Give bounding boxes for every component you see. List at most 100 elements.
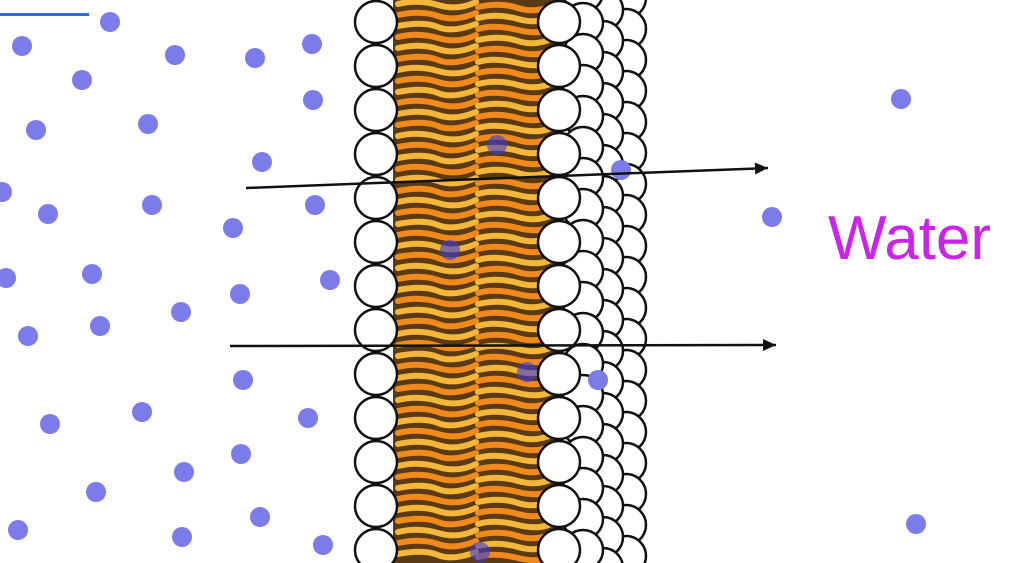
water-molecule-dot — [172, 527, 192, 547]
lipid-tail — [475, 122, 559, 135]
lipid-tail — [475, 474, 559, 487]
arrow — [229, 339, 777, 352]
water-molecule-dot — [487, 135, 507, 155]
lipid-tail — [395, 438, 479, 451]
lipid-tail — [395, 141, 479, 154]
lipid-tail — [395, 75, 479, 88]
lipid-tail — [395, 152, 479, 165]
lipid-tail — [395, 405, 479, 418]
lipid-tail — [395, 185, 479, 198]
phospholipid-head — [536, 87, 582, 133]
arrow — [245, 162, 769, 190]
phospholipid-head — [536, 43, 582, 89]
lipid-tail — [395, 361, 479, 374]
lipid-tail — [395, 537, 479, 550]
phospholipid-head — [353, 43, 399, 89]
phospholipid-head — [536, 131, 582, 177]
phospholipid-head — [536, 0, 582, 45]
water-label: Water — [828, 204, 992, 273]
lipid-tail — [395, 218, 479, 231]
phospholipid-head — [353, 307, 399, 353]
lipid-tail — [395, 229, 479, 242]
lipid-tail — [475, 386, 559, 399]
water-molecule-dot — [231, 444, 251, 464]
water-molecule-dot — [12, 36, 32, 56]
water-molecule-dot — [90, 316, 110, 336]
lipid-tail — [395, 471, 479, 484]
lipid-tail — [395, 427, 479, 440]
phospholipid-head — [536, 395, 582, 441]
lipid-tail — [395, 504, 479, 517]
lipid-tail — [395, 515, 479, 528]
phospholipid-heads-front — [353, 0, 582, 563]
lipid-tail — [395, 493, 479, 506]
water-molecule-dot — [470, 542, 490, 562]
water-molecule-dot — [252, 152, 272, 172]
phospholipid-head — [353, 87, 399, 133]
phospholipid-head — [536, 219, 582, 265]
lipid-tail — [475, 78, 559, 91]
lipid-tail — [475, 430, 559, 443]
water-molecule-dot — [0, 268, 16, 288]
water-molecule-dot — [174, 462, 194, 482]
lipid-tail — [395, 31, 479, 44]
lipid-tail — [395, 284, 479, 297]
phospholipid-head — [536, 175, 582, 221]
water-molecule-dot — [305, 195, 325, 215]
lipid-tail — [475, 518, 559, 531]
water-molecule-dot — [303, 90, 323, 110]
lipid-tail — [475, 166, 559, 179]
phospholipid-head — [353, 263, 399, 309]
lipid-tail — [395, 383, 479, 396]
lipid-tail — [395, 350, 479, 363]
phospholipid-head — [353, 175, 399, 221]
water-molecule-dot — [223, 218, 243, 238]
phospholipid-head — [353, 527, 399, 563]
lipid-tail — [395, 53, 479, 66]
water-molecule-dot — [165, 45, 185, 65]
lipid-tail — [395, 372, 479, 385]
lipid-tail — [475, 298, 559, 311]
water-molecule-dot — [891, 89, 911, 109]
arrow-shaft — [229, 343, 777, 348]
phospholipid-head — [353, 131, 399, 177]
water-molecule-dot — [440, 240, 460, 260]
phospholipid-head — [353, 0, 399, 45]
phospholipid-head — [353, 395, 399, 441]
phospholipid-head — [353, 439, 399, 485]
lipid-tail — [475, 34, 559, 47]
lipid-tail — [395, 207, 479, 220]
water-molecules-left — [0, 12, 396, 555]
lipid-tail — [395, 273, 479, 286]
lipid-tail — [395, 42, 479, 55]
phospholipid-head — [536, 439, 582, 485]
water-molecule-dot — [230, 284, 250, 304]
lipid-tail — [395, 64, 479, 77]
diffusion-arrows — [229, 162, 777, 352]
phospholipid-head — [353, 483, 399, 529]
arrow-shaft — [245, 166, 769, 190]
lipid-tail — [395, 482, 479, 495]
lipid-tail — [395, 416, 479, 429]
lipid-tail — [475, 210, 559, 223]
top-left-accent-bar — [0, 0, 89, 16]
water-molecule-dot — [142, 195, 162, 215]
water-molecule-dot — [38, 204, 58, 224]
water-molecules-right — [762, 89, 926, 534]
water-molecule-dot — [517, 362, 537, 382]
water-molecule-dot — [40, 414, 60, 434]
water-molecule-dot — [132, 402, 152, 422]
water-molecule-dot — [138, 114, 158, 134]
lipid-tail — [395, 86, 479, 99]
lipid-tail — [395, 295, 479, 308]
water-molecule-dot — [250, 507, 270, 527]
arrow-head — [754, 162, 768, 175]
water-molecule-dot — [233, 370, 253, 390]
water-molecule-dot — [762, 207, 782, 227]
water-molecule-dot — [72, 70, 92, 90]
lipid-tail — [475, 254, 559, 267]
lipid-tail — [395, 20, 479, 33]
water-molecule-dot — [0, 182, 12, 202]
lipid-tail — [395, 163, 479, 176]
